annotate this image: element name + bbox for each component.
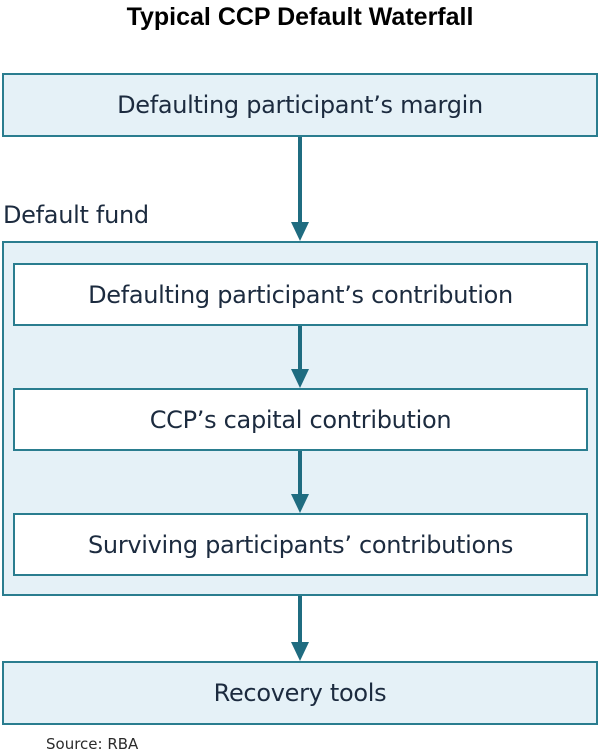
defaulting-margin-box: Defaulting participant’s margin [2,73,598,137]
arrow-margin-to-fund [291,137,309,241]
participant-contribution-label: Defaulting participant’s contribution [88,280,513,309]
surviving-contributions-box: Surviving participants’ contributions [13,513,588,576]
recovery-tools-box: Recovery tools [2,661,598,725]
default-fund-label: Default fund [3,201,149,229]
participant-contribution-box: Defaulting participant’s contribution [13,263,588,326]
ccp-capital-box: CCP’s capital contribution [13,388,588,451]
surviving-contributions-label: Surviving participants’ contributions [87,530,514,559]
source-note: Source: RBA [46,735,139,753]
diagram-title: Typical CCP Default Waterfall [126,3,474,31]
arrow-fund-to-recovery [291,596,309,661]
defaulting-margin-label: Defaulting participant’s margin [117,91,483,119]
recovery-tools-label: Recovery tools [213,679,387,707]
ccp-capital-label: CCP’s capital contribution [149,405,452,434]
